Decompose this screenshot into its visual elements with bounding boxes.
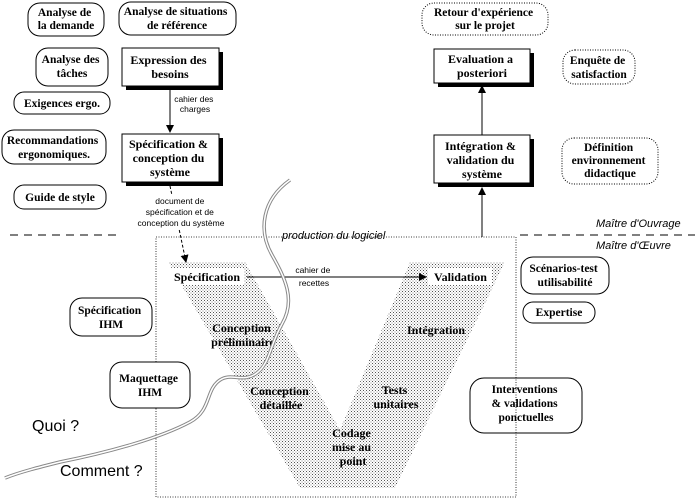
svg-text:Evaluation a posteriori: Evaluation a posteriori [448, 52, 516, 80]
note-guide-style: Guide de style [13, 184, 107, 210]
note-recommandations: Recommandations ergonomiques. [1, 129, 107, 165]
box-specification-conception: Spécification & conception du système [121, 133, 223, 186]
note-exigences-ergo: Exigences ergo. [13, 91, 111, 115]
label-cahier-recettes: cahier de recettes [295, 265, 332, 288]
svg-text:Guide de style: Guide de style [25, 192, 95, 204]
label-document-spec: document de spécification et de concepti… [138, 196, 225, 228]
phase-validation: Validation [434, 270, 487, 284]
box-integration-validation: Intégration & validation du système [433, 134, 534, 187]
box-evaluation-posteriori: Evaluation a posteriori [433, 48, 534, 87]
label-document-spec-bg [119, 195, 249, 229]
svg-text:Intégration & validation: Intégration & validation du système [445, 139, 519, 181]
wavy-divider-inner [4, 179, 291, 479]
svg-text:Spécification & concepti: Spécification & conception du système [129, 137, 211, 179]
note-analyse-demande: Analyse de la demande [27, 2, 105, 37]
v-cycle-shape [168, 262, 505, 488]
label-comment: Comment ? [60, 463, 143, 480]
label-cahier-charges: cahier des charges [174, 94, 216, 114]
phase-tests-unitaires: Tests unitaires [373, 383, 418, 411]
note-enquete-satisfaction: Enquête de satisfaction [562, 49, 636, 85]
svg-text:Maquettage IHM: Maquettage IHM [119, 373, 181, 399]
note-expertise: Expertise [522, 301, 596, 324]
note-analyse-situations: Analyse de situations de référence [118, 1, 237, 36]
phase-conception-detaillee: Conception détaillée [250, 384, 312, 412]
label-production-logiciel: production du logiciel [281, 230, 386, 242]
svg-text:Retour d'expérience sur: Retour d'expérience sur le projet [434, 7, 536, 32]
note-analyse-taches: Analyse des tâches [35, 47, 109, 87]
svg-text:Expression des besoins: Expression des besoins [130, 53, 209, 81]
svg-text:Enquête de satisfaction: Enquête de satisfaction [570, 55, 628, 81]
svg-text:Définition environnement: Définition environnement didactique [572, 142, 649, 180]
label-maitre-ouvrage: Maître d'Ouvrage [596, 218, 681, 230]
svg-text:Analyse des tâches: Analyse des tâches [42, 54, 103, 80]
note-scenarios-test: Scénarios-test utilisabilité [520, 256, 610, 295]
box-expression-besoins: Expression des besoins [121, 47, 223, 90]
svg-text:Exigences ergo.: Exigences ergo. [24, 98, 100, 110]
note-retour-experience: Retour d'expérience sur le projet [421, 2, 549, 36]
phase-specification-bg [170, 268, 244, 285]
svg-text:Spécification IHM: Spécification IHM [78, 305, 144, 331]
label-quoi: Quoi ? [32, 418, 79, 435]
svg-text:Scénarios-test utilisabi: Scénarios-test utilisabilité [529, 263, 600, 289]
svg-text:Interventions & validati: Interventions & validations ponctuelles [491, 384, 560, 424]
phase-specification: Spécification [174, 270, 240, 284]
label-maitre-oeuvre: Maître d'Œuvre [596, 240, 671, 252]
note-interventions: Interventions & validations ponctuelles [469, 377, 583, 434]
svg-text:Analyse de la demande: Analyse de la demande [38, 7, 95, 32]
phase-integration: Intégration [407, 323, 465, 337]
note-spec-ihm: Spécification IHM [69, 297, 153, 337]
note-maquettage: Maquettage IHM [109, 361, 191, 409]
phase-conception-preliminaire: Conception préliminaire [211, 321, 275, 349]
svg-text:Analyse de situations de: Analyse de situations de référence [124, 6, 230, 32]
svg-text:Expertise: Expertise [536, 307, 583, 319]
svg-text:Recommandations ergonomi: Recommandations ergonomiques. [7, 135, 101, 161]
phase-codage: Codage mise au point [332, 426, 374, 468]
phase-validation-bg [428, 268, 492, 285]
note-definition-environnement: Définition environnement didactique [561, 137, 659, 185]
